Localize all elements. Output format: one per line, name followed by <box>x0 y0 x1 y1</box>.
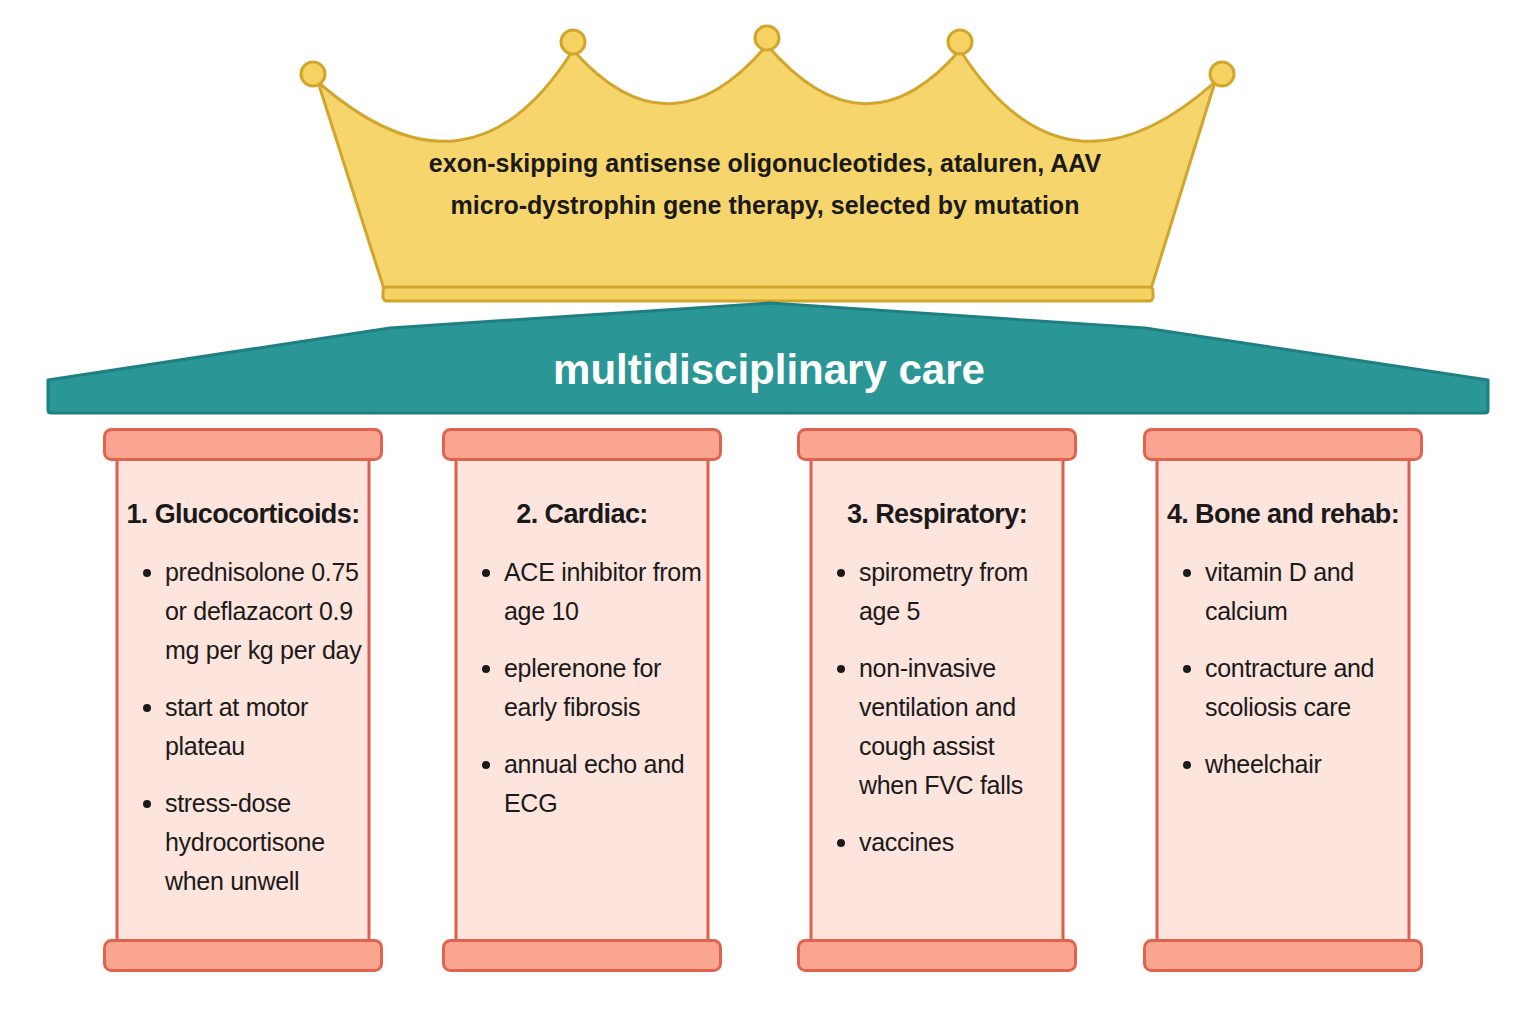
bullet-text: non-invasive ventilation and cough assis… <box>859 654 1023 799</box>
roof-title: multidisciplinary care <box>46 340 1492 400</box>
pillar-node: 1. Glucocorticoids: prednisolone 0.75 or … <box>103 428 383 972</box>
bullet-dot <box>482 761 490 769</box>
bullet-text: vitamin D and calcium <box>1205 558 1354 625</box>
bullet-item: ACE inhibitor from age 10 <box>456 553 708 631</box>
pillar-base <box>444 941 721 971</box>
pillar-heading: 3. Respiratory: <box>797 496 1077 533</box>
crown-jewel <box>301 62 325 86</box>
bullet-dot <box>143 704 151 712</box>
pillar-heading: 1. Glucocorticoids: <box>103 496 383 533</box>
bullet-item: contracture and scoliosis care <box>1157 649 1409 727</box>
bullet-text: contracture and scoliosis care <box>1205 654 1374 721</box>
bullet-dot <box>482 665 490 673</box>
pillar-capital <box>444 430 721 460</box>
bullet-list: spirometry from age 5 non-invasive ventil… <box>811 553 1063 862</box>
bullet-item: prednisolone 0.75 or deflazacort 0.9 mg … <box>117 553 369 670</box>
bullet-dot <box>837 839 845 847</box>
bullet-item: spirometry from age 5 <box>811 553 1063 631</box>
pillar-shaft <box>456 456 708 944</box>
pillar-base <box>105 941 382 971</box>
bullet-item: vitamin D and calcium <box>1157 553 1409 631</box>
bullet-list: vitamin D and calcium contracture and sco… <box>1157 553 1409 784</box>
crown-jewel <box>1210 62 1234 86</box>
bullet-item: non-invasive ventilation and cough assis… <box>811 649 1063 805</box>
bullet-item: stress-dose hydrocortisone when unwell <box>117 784 369 901</box>
pillar-content: 3. Respiratory:spirometry from age 5non-… <box>811 496 1063 880</box>
bullet-dot <box>143 800 151 808</box>
bullet-dot <box>1183 569 1191 577</box>
bullet-item: annual echo and ECG <box>456 745 708 823</box>
pillar-shaft <box>1157 456 1409 944</box>
bullet-text: stress-dose hydrocortisone when unwell <box>165 789 325 895</box>
bullet-text: start at motor plateau <box>165 693 308 760</box>
pillar-heading: 2. Cardiac: <box>442 496 722 533</box>
bullet-item: start at motor plateau <box>117 688 369 766</box>
bullet-text: eplerenone for early fibrosis <box>504 654 661 721</box>
bullet-text: spirometry from age 5 <box>859 558 1028 625</box>
pillar-heading: 4. Bone and rehab: <box>1143 496 1423 533</box>
bullet-dot <box>1183 665 1191 673</box>
crown-jewel <box>755 26 779 50</box>
pillar-content: 2. Cardiac:ACE inhibitor from age 10eple… <box>456 496 708 841</box>
crown-base <box>383 287 1153 301</box>
bullet-dot <box>1183 761 1191 769</box>
bullet-text: ACE inhibitor from age 10 <box>504 558 701 625</box>
bullet-item: eplerenone for early fibrosis <box>456 649 708 727</box>
pillar-content: 4. Bone and rehab:vitamin D and calciumc… <box>1157 496 1409 802</box>
pillar-node: 2. Cardiac: ACE inhibitor from age 10 eple… <box>442 428 722 972</box>
pillar-base <box>1145 941 1422 971</box>
bullet-text: annual echo and ECG <box>504 750 684 817</box>
pillar-capital <box>105 430 382 460</box>
pillar-base <box>799 941 1076 971</box>
pillar-node: 3. Respiratory: spirometry from age 5 non-… <box>797 428 1077 972</box>
bullet-dot <box>837 665 845 673</box>
pillar-shaft <box>117 456 369 944</box>
crown-body <box>318 45 1215 292</box>
bullet-list: prednisolone 0.75 or deflazacort 0.9 mg … <box>117 553 369 901</box>
bullet-text: prednisolone 0.75 or deflazacort 0.9 mg … <box>165 558 361 664</box>
crown-jewel <box>561 30 585 54</box>
bullet-text: vaccines <box>859 828 954 856</box>
bullet-item: wheelchair <box>1157 745 1409 784</box>
bullet-list: ACE inhibitor from age 10 eplerenone for … <box>456 553 708 823</box>
bullet-dot <box>837 569 845 577</box>
pillar-capital <box>799 430 1076 460</box>
crown-node: exon-skipping antisense oligonucleotides… <box>290 20 1240 305</box>
bullet-item: vaccines <box>811 823 1063 862</box>
bullet-dot <box>482 569 490 577</box>
bullet-text: wheelchair <box>1205 750 1322 778</box>
crown-jewel <box>948 30 972 54</box>
pillar-shaft <box>811 456 1063 944</box>
pillar-content: 1. Glucocorticoids:prednisolone 0.75 or … <box>117 496 369 919</box>
crown-text: exon-skipping antisense oligonucleotides… <box>425 142 1105 226</box>
bullet-dot <box>143 569 151 577</box>
pillar-node: 4. Bone and rehab: vitamin D and calcium c… <box>1143 428 1423 972</box>
roof-node: multidisciplinary care <box>46 300 1492 416</box>
pillar-capital <box>1145 430 1422 460</box>
